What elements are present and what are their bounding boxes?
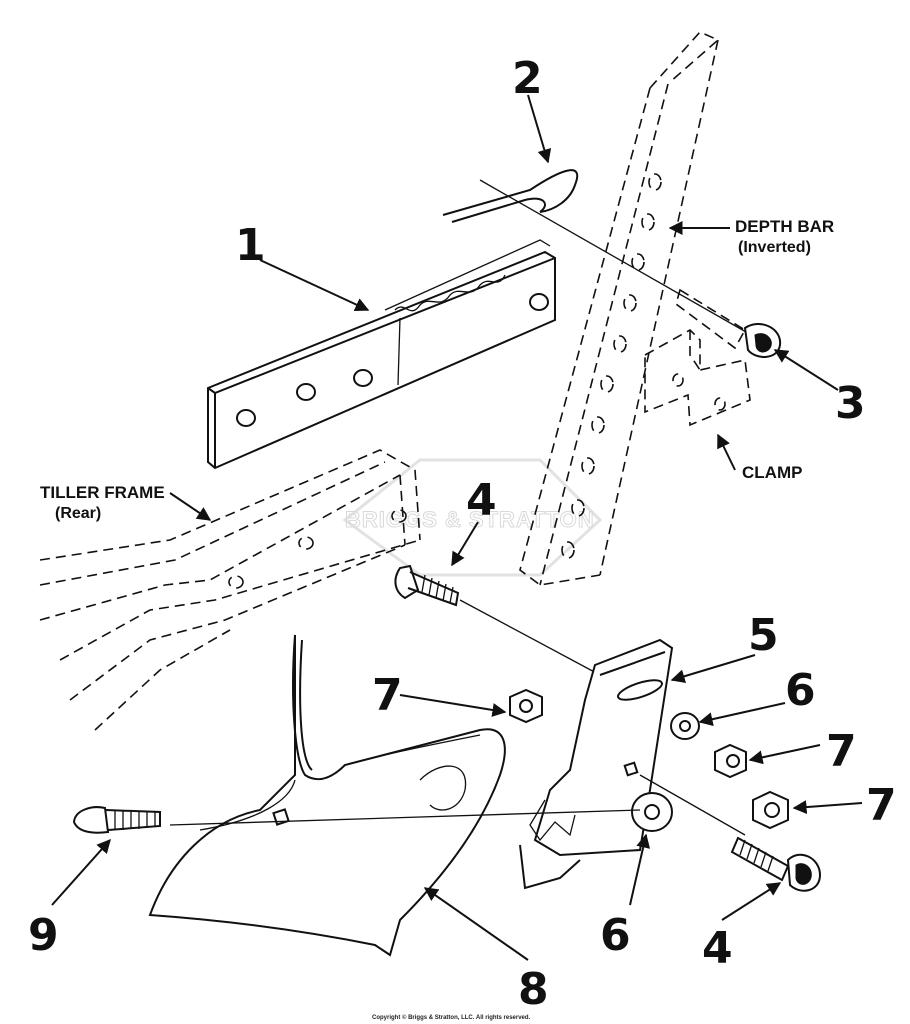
- part-number-6-lower: 6: [600, 910, 631, 961]
- hex-nut-part-7-left: [509, 688, 543, 724]
- watermark: BRIGGS & STRATTON: [342, 458, 603, 577]
- tiller-frame: [39, 449, 421, 731]
- depth-bar-label: DEPTH BAR: [735, 217, 834, 236]
- plow-bolt-part-9: [72, 806, 161, 834]
- part-number-7-middle: 7: [826, 726, 857, 777]
- carriage-bolt-part-4-lower: [639, 774, 822, 892]
- callout-arrows: [51, 94, 863, 961]
- part-number-9: 9: [28, 910, 59, 961]
- mounting-plate-part-5: [519, 638, 674, 890]
- washer-part-6-upper: [670, 712, 700, 740]
- clamp: [644, 329, 751, 427]
- part-number-2: 2: [512, 53, 543, 104]
- hex-nut-part-7-right: [752, 790, 789, 830]
- clamp-label: CLAMP: [742, 463, 802, 482]
- part-number-3: 3: [835, 378, 866, 429]
- text-callouts: DEPTH BAR (Inverted) CLAMP TILLER FRAME …: [40, 217, 834, 522]
- copyright-notice: Copyright © Briggs & Stratton, LLC. All …: [372, 1014, 531, 1021]
- part-number-4-lower: 4: [702, 923, 733, 974]
- clevis-pin-part-3: [675, 288, 782, 358]
- part-number-4-upper: 4: [466, 475, 497, 526]
- part-number-7-left: 7: [372, 670, 403, 721]
- depth-bar-sublabel: (Inverted): [738, 239, 811, 256]
- part-numbers: 1 2 3 4 5 6 7 7 7 6 4 8 9: [28, 53, 897, 1015]
- tiller-frame-sublabel: (Rear): [55, 505, 101, 522]
- plow-blade-part-8: [148, 634, 641, 957]
- hex-nut-part-7-middle: [714, 743, 747, 779]
- part-number-1: 1: [235, 220, 266, 271]
- part-number-6-upper: 6: [785, 665, 816, 716]
- tiller-frame-label: TILLER FRAME: [40, 483, 165, 502]
- bracket-bar-part-1: [207, 239, 556, 470]
- hairpin-clip-part-2: [442, 169, 761, 341]
- carriage-bolt-part-4-upper: [394, 564, 601, 676]
- washer-part-6-lower: [631, 792, 673, 832]
- watermark-text: BRIGGS & STRATTON: [345, 507, 595, 532]
- part-number-8: 8: [518, 964, 549, 1015]
- part-number-5: 5: [748, 610, 779, 661]
- depth-bar: [519, 31, 720, 586]
- part-number-7-right: 7: [866, 780, 897, 831]
